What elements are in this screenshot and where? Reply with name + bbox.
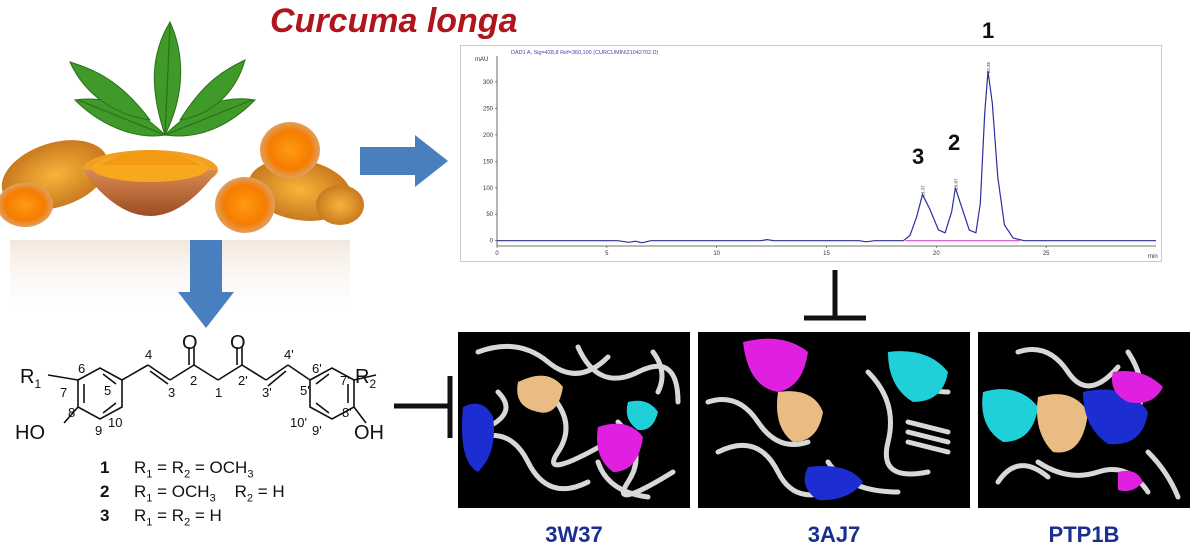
x-tick-label: 15: [823, 251, 830, 257]
svg-text:8': 8': [342, 405, 352, 420]
protein-panel-ptp1b: [978, 332, 1190, 508]
svg-text:8: 8: [68, 405, 75, 420]
x-tick-label: 10: [713, 251, 720, 257]
figure-title: Curcuma longa: [270, 2, 518, 40]
svg-text:9': 9': [312, 423, 322, 438]
arrow-down-icon: [178, 240, 234, 328]
protein-label-ptp1b: PTP1B: [1048, 522, 1120, 547]
hydroxyl-right: OH: [354, 422, 384, 444]
peak-number-3: 3: [912, 144, 925, 169]
svg-text:9: 9: [95, 423, 102, 438]
x-tick-label: 5: [605, 251, 609, 257]
svg-text:R2: R2: [355, 366, 376, 391]
svg-text:7: 7: [60, 385, 67, 400]
x-tick-label: 25: [1043, 251, 1050, 257]
y-tick-label: 250: [483, 106, 494, 112]
svg-text:2': 2': [238, 373, 248, 388]
x-tick-label: 0: [495, 251, 499, 257]
chromatogram-trace: [497, 71, 1156, 244]
inhibition-symbol-right: [394, 376, 453, 438]
peak-retention-time: 19.37: [920, 185, 925, 197]
hplc-chromatogram: DAD1 A, Sig=428,8 Ref=360,100 (CURCUMIN\…: [460, 45, 1162, 262]
inhibition-symbol-down: [804, 270, 866, 321]
peak-number-1: 1: [982, 18, 995, 43]
svg-text:10: 10: [108, 415, 122, 430]
carbonyl-oxygen-right: O: [230, 335, 246, 354]
carbonyl-oxygen-left: O: [182, 335, 198, 354]
chromatogram-header: DAD1 A, Sig=428,8 Ref=360,100 (CURCUMIN\…: [511, 50, 659, 56]
svg-text:2: 2: [190, 373, 197, 388]
y-tick-label: 50: [486, 212, 493, 218]
protein-label-3aj7: 3AJ7: [807, 522, 861, 547]
svg-text:3': 3': [262, 385, 272, 400]
protein-label-3w37: 3W37: [545, 522, 603, 547]
peak-number-2: 2: [948, 130, 961, 155]
x-unit-label: min: [1148, 254, 1158, 260]
svg-text:6': 6': [312, 361, 322, 376]
svg-text:4': 4': [284, 347, 294, 362]
chromatogram-plot: DAD1 A, Sig=428,8 Ref=360,100 (CURCUMIN\…: [475, 50, 1158, 260]
svg-text:5: 5: [104, 383, 111, 398]
svg-text:10': 10': [290, 415, 307, 430]
svg-text:R1: R1: [20, 366, 41, 391]
x-tick-label: 20: [933, 251, 940, 257]
y-tick-label: 100: [483, 186, 494, 192]
protein-panel-3aj7: [698, 332, 970, 508]
svg-text:7': 7': [340, 373, 350, 388]
protein-panel-3w37: [458, 332, 690, 508]
curcuminoid-structure: R1 R2 HO OH O O 6 7 8 9 10 5 4 3 2 1 2' …: [15, 335, 384, 444]
y-tick-label: 150: [483, 159, 494, 165]
y-tick-label: 300: [483, 80, 494, 86]
svg-text:3: 3: [168, 385, 175, 400]
peak-retention-time: 20.87: [953, 178, 958, 190]
svg-text:4: 4: [145, 347, 152, 362]
y-unit-label: mAU: [475, 57, 488, 63]
svg-text:6: 6: [78, 361, 85, 376]
peak-retention-time: 22.35: [986, 62, 991, 74]
svg-text:5': 5': [300, 383, 310, 398]
y-tick-label: 0: [490, 239, 494, 245]
arrow-right-icon: [360, 135, 448, 187]
turmeric-illustration: [0, 20, 364, 320]
hydroxyl-left: HO: [15, 422, 45, 444]
y-tick-label: 200: [483, 133, 494, 139]
svg-text:1: 1: [215, 385, 222, 400]
